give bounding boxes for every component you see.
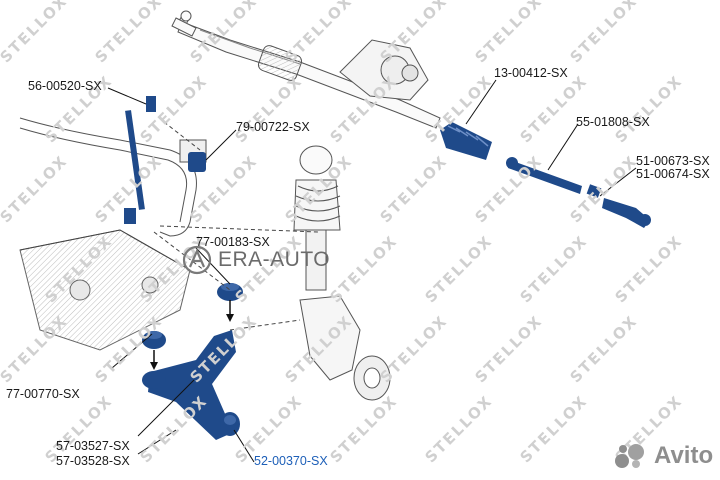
steering-knuckle bbox=[299, 295, 391, 401]
part-label-55-01808-sx[interactable]: 55-01808-SX bbox=[576, 115, 650, 129]
tie-rod-end bbox=[602, 198, 651, 228]
part-label-57-03527-sx[interactable]: 57-03527-SX bbox=[56, 439, 130, 453]
steering-boot bbox=[440, 122, 492, 160]
part-label-79-00722-sx[interactable]: 79-00722-SX bbox=[236, 120, 310, 134]
guide-lines bbox=[153, 121, 319, 331]
part-label-51-00673-sx[interactable]: 51-00673-SX bbox=[636, 154, 710, 168]
stabilizer-bushing bbox=[188, 152, 206, 172]
part-label-77-00183-sx[interactable]: 77-00183-SX bbox=[196, 235, 270, 249]
avito-dots-icon bbox=[615, 444, 644, 468]
subframe bbox=[19, 229, 191, 351]
part-label-13-00412-sx[interactable]: 13-00412-SX bbox=[494, 66, 568, 80]
era-auto-mark-icon bbox=[182, 245, 212, 275]
strut-assembly bbox=[293, 145, 341, 291]
lower-control-arm bbox=[142, 330, 240, 440]
leader-lines bbox=[107, 79, 637, 463]
era-auto-text: ERA-AUTO bbox=[218, 248, 331, 271]
subframe-mount bbox=[217, 283, 243, 322]
part-label-51-00674-sx[interactable]: 51-00674-SX bbox=[636, 167, 710, 181]
control-arm-bushing bbox=[142, 331, 166, 370]
left-tie-rod bbox=[171, 10, 197, 37]
inner-tie-rod bbox=[506, 157, 602, 198]
avito-watermark: Avito bbox=[614, 442, 713, 470]
part-label-57-03528-sx[interactable]: 57-03528-SX bbox=[56, 454, 130, 468]
avito-text: Avito bbox=[654, 442, 714, 469]
steering-rack bbox=[177, 15, 441, 129]
era-auto-logo: ERA-AUTO bbox=[180, 243, 330, 277]
stabilizer-link bbox=[124, 96, 156, 224]
part-label-52-00370-sx[interactable]: 52-00370-SX bbox=[254, 454, 328, 468]
part-label-56-00520-sx[interactable]: 56-00520-SX bbox=[28, 79, 102, 93]
part-label-77-00770-sx[interactable]: 77-00770-SX bbox=[6, 387, 80, 401]
